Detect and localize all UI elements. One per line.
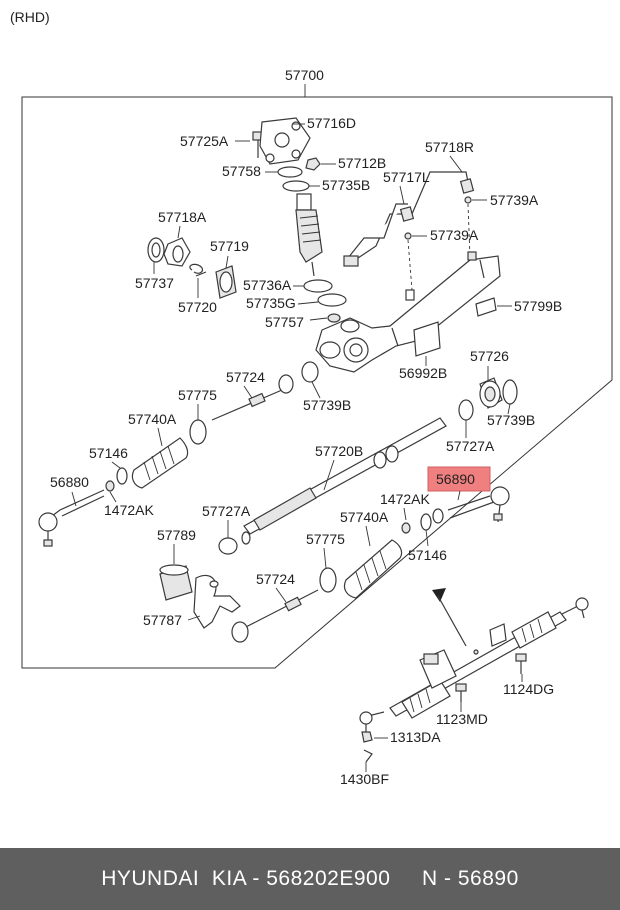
clamp-57146-right [420, 513, 432, 531]
label-56880: 56880 [50, 474, 89, 490]
assembly-number: 57700 [285, 67, 324, 83]
label-57736A: 57736A [243, 277, 292, 293]
label-57757: 57757 [265, 314, 304, 330]
clip-57739A-lower [404, 232, 412, 240]
label-57789: 57789 [157, 527, 196, 543]
inner-tie-rod-lower [231, 589, 319, 643]
clamp-57775-upper [189, 419, 207, 445]
label-1472AK-right: 1472AK [380, 491, 430, 507]
label-56890: 56890 [436, 471, 475, 487]
label-57727A-left: 57727A [202, 503, 251, 519]
inner-tie-rod-upper [211, 374, 294, 421]
valve-housing-57716D [259, 117, 311, 165]
label-57787: 57787 [143, 612, 182, 628]
footer-text: HYUNDAI KIA - 568202E900 N - 56890 [101, 867, 519, 890]
variant-label: (RHD) [10, 9, 50, 25]
label-57718R: 57718R [425, 139, 474, 155]
label-57775-upper: 57775 [178, 387, 217, 403]
label-57739A-upper: 57739A [490, 192, 539, 208]
seal-right-small [432, 508, 444, 524]
plate-56992B [413, 321, 441, 357]
seal-57758 [277, 166, 303, 178]
label-57726: 57726 [470, 348, 509, 364]
assembly-frame [21, 96, 613, 669]
label-57719: 57719 [210, 238, 249, 254]
label-57740A-lower: 57740A [340, 509, 389, 525]
pinion-shaft [295, 193, 323, 277]
label-57717L: 57717L [383, 169, 430, 185]
complete-gear-assembly [359, 597, 589, 736]
bolt-1123MD [455, 683, 467, 702]
nut-1472AK-upper [105, 480, 115, 492]
label-57758: 57758 [222, 163, 261, 179]
hydraulic-pipes [343, 171, 475, 267]
pin-1430BF [363, 749, 373, 763]
nut-1313DA [361, 731, 373, 743]
clamp-57146-upper [116, 467, 128, 485]
yoke-parts [147, 237, 237, 299]
ring-57735G [317, 293, 347, 307]
label-1430BF: 1430BF [340, 771, 389, 787]
bushing-57726 [479, 377, 503, 409]
nut-57712B [305, 157, 321, 171]
label-57146-upper: 57146 [89, 445, 128, 461]
label-57146-right: 57146 [408, 547, 447, 563]
label-57775-lower: 57775 [306, 531, 345, 547]
label-1124DG: 1124DG [503, 681, 554, 697]
label-57718A: 57718A [158, 209, 207, 225]
label-1123MD: 1123MD [436, 711, 488, 727]
label-57735B: 57735B [322, 177, 370, 193]
boot-57740A-lower [343, 539, 403, 599]
label-57740A-upper: 57740A [128, 411, 177, 427]
ring-57736A [303, 279, 333, 293]
label-57724-lower: 57724 [256, 571, 295, 587]
oring-57739B-upper [301, 361, 319, 383]
footer-part-number: HYUNDAI KIA - 568202E900 N - 56890 [0, 848, 620, 910]
label-1472AK-upper: 1472AK [104, 502, 154, 518]
oring-57739B-right [502, 379, 518, 405]
clamp-57775-lower [319, 567, 337, 593]
bolt-1124DG [515, 653, 527, 674]
label-57724-upper: 57724 [226, 369, 265, 385]
assembly-arrow [432, 588, 446, 602]
seal-57757 [327, 313, 341, 323]
label-plate-57799B [475, 297, 497, 317]
tie-rod-end-56890 [447, 486, 510, 523]
label-57727A-right: 57727A [446, 438, 495, 454]
label-57739B-right: 57739B [487, 412, 535, 428]
nut-1472AK-right [401, 522, 411, 534]
gear-housing [315, 251, 501, 373]
label-57799B: 57799B [514, 298, 562, 314]
parts-diagram: (RHD) 57700 57725A 57716D 57712B 57758 5… [10, 9, 613, 787]
bracket-57787 [193, 574, 241, 629]
seal-57727A-left-inner [241, 531, 251, 545]
rack-57720B [243, 417, 447, 535]
clip-57739A-upper [464, 196, 472, 204]
seal-57727A-right [458, 399, 474, 421]
label-57737: 57737 [135, 275, 174, 291]
highlight-box [427, 466, 491, 492]
label-56992B: 56992B [399, 365, 447, 381]
label-57725A: 57725A [180, 133, 229, 149]
label-57735G: 57735G [246, 295, 296, 311]
label-57716D: 57716D [307, 115, 356, 131]
label-57739B-upper: 57739B [303, 397, 351, 413]
label-57712B: 57712B [338, 155, 386, 171]
label-57739A-lower: 57739A [430, 227, 479, 243]
label-57720B: 57720B [315, 443, 363, 459]
label-1313DA: 1313DA [390, 729, 441, 745]
seal-57727A-left [218, 537, 238, 555]
tie-rod-end-56880 [38, 489, 105, 547]
boot-57740A-upper [131, 437, 189, 489]
bushing-57789 [159, 564, 193, 601]
label-57720: 57720 [178, 299, 217, 315]
ring-57735B [282, 180, 310, 192]
